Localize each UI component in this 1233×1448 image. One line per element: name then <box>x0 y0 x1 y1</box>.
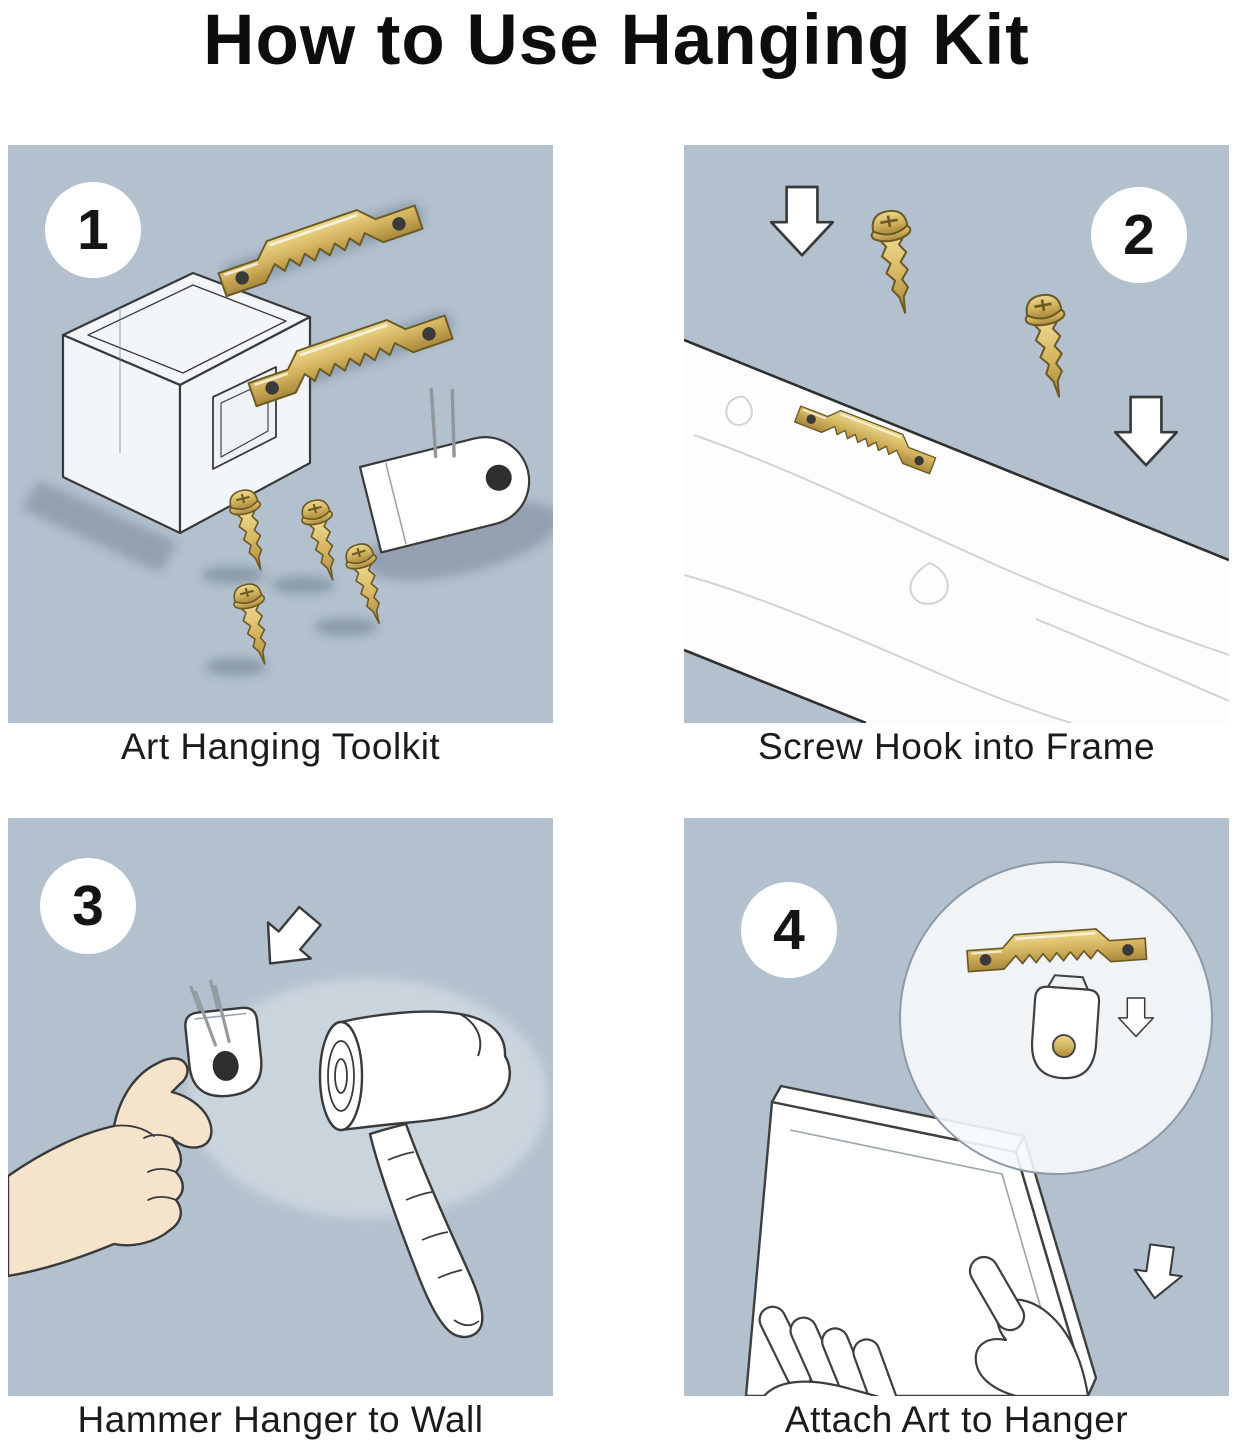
wall-hanger-icon <box>1031 974 1101 1080</box>
screw-icon <box>228 579 281 669</box>
step-3-caption: Hammer Hanger to Wall <box>77 1399 484 1440</box>
step-number-badge: 4 <box>741 882 837 978</box>
canvas-hook-icon <box>358 387 531 554</box>
step-2-panel: 2 <box>684 145 1229 723</box>
right-hand-icon <box>968 1255 1090 1396</box>
step-number-badge: 1 <box>45 182 141 278</box>
step-4-illustration <box>744 861 1213 1396</box>
step-1-illustration <box>22 190 553 676</box>
clear-storage-box-icon <box>61 271 312 535</box>
hammer-icon <box>318 1010 511 1339</box>
down-arrow-icon <box>1113 395 1179 467</box>
screw-icon <box>1020 290 1080 402</box>
down-left-arrow-icon <box>247 896 333 983</box>
step-1-caption: Art Hanging Toolkit <box>120 726 441 767</box>
sawtooth-hanger-icon <box>212 190 424 298</box>
step-number: 1 <box>77 198 109 262</box>
step-3-illustration <box>8 896 548 1339</box>
wood-frame-bar-icon <box>684 338 1229 723</box>
wall-hanger-icon <box>184 979 263 1098</box>
step-2-caption: Screw Hook into Frame <box>757 726 1156 767</box>
down-arrow-icon <box>1130 1241 1187 1303</box>
left-hand-icon <box>758 1305 899 1396</box>
step-4-caption: Attach Art to Hanger <box>784 1399 1129 1440</box>
down-arrow-icon <box>769 185 835 257</box>
page-title: How to Use Hanging Kit <box>203 1 1030 80</box>
step-number: 2 <box>1123 203 1155 267</box>
hand-icon <box>8 1057 213 1278</box>
step-3-panel: 3 <box>8 818 553 1396</box>
step-number: 4 <box>773 898 805 962</box>
step-number-badge: 2 <box>1091 187 1187 283</box>
step-2-illustration <box>684 185 1229 723</box>
screw-icon <box>866 206 926 318</box>
step-number: 3 <box>72 874 104 938</box>
step-4-panel: 4 <box>684 818 1229 1396</box>
step-number-badge: 3 <box>40 858 136 954</box>
step-1-panel: 1 <box>8 145 553 723</box>
screw-icon <box>296 495 349 585</box>
screw-icon <box>224 485 277 575</box>
